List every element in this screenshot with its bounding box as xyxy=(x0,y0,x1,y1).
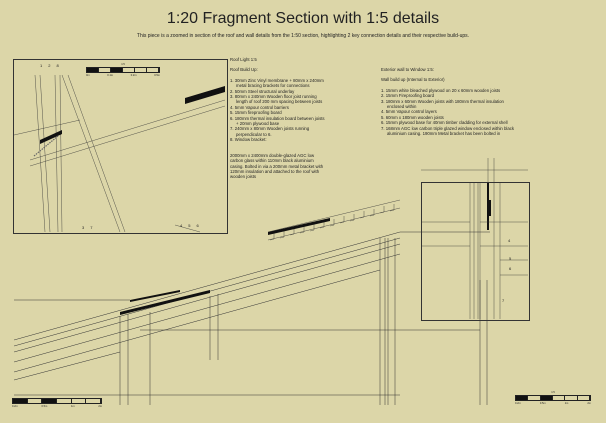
roof-note-item: 2. 50mm Steel structural underlay xyxy=(230,88,295,94)
scale-bar-left-detail: 1:5 0m 0.1m 0.2m 0.5m xyxy=(86,63,160,77)
roof-section-lines xyxy=(13,231,490,405)
roof-build-up-notes: Roof Light 1:5 Roof Build Up: 1. 30mm Zi… xyxy=(230,57,370,180)
wall-detail-frame xyxy=(421,182,530,321)
wall-note-item: 2. 15mm Fireproofing board xyxy=(381,93,435,99)
window-note-line: carbon glass within 110mm black aluminiu… xyxy=(230,158,314,164)
scale-bar-graphic xyxy=(86,67,160,73)
wall-note-item: 6. 15mm plywood base for 40mm timber cla… xyxy=(381,120,508,126)
insulation-hatch xyxy=(33,135,59,157)
roof-notes-heading: Roof Light 1:5 xyxy=(230,57,257,62)
detail-number: 8 xyxy=(56,63,59,68)
detail-number: 5 xyxy=(509,256,512,261)
roof-notes-subheading: Roof Build Up: xyxy=(230,67,258,73)
scale-ticks: 0.2m 0.5m 1m 2m xyxy=(515,402,591,405)
window-note-line: wooden joists xyxy=(230,174,257,180)
roof-note-item: 8. Window bracket: xyxy=(230,137,267,143)
roof-note-item: 6. 180mm thermal insulation board betwee… xyxy=(230,115,325,121)
scale-bar-graphic xyxy=(12,398,102,404)
detail-number: 5 xyxy=(188,223,191,228)
roof-note-item: metal bracing brackets for connections xyxy=(236,83,310,89)
wall-notes-subheading: Wall build up (Internal to Exterior) xyxy=(381,77,445,83)
detail-number: 1 xyxy=(40,63,43,68)
scale-tick: 0.5m xyxy=(41,405,48,408)
wall-note-item: 1. 15mm white bleached plywood on 20 x 6… xyxy=(381,87,501,93)
roof-note-item: 4. 5mm Vapour control barriers xyxy=(230,104,289,110)
detail-number: 7 xyxy=(502,298,505,303)
wall-light-strip xyxy=(487,158,495,182)
wall-detail-solid xyxy=(488,200,491,216)
detail-number: 4 xyxy=(180,223,183,228)
window-note-line: 2000mm x 2400mm double-glazed AGC low xyxy=(230,152,315,158)
roof-light-detail-solid xyxy=(40,86,225,144)
scale-tick: 0.5m xyxy=(154,74,160,77)
scale-tick: 0.2m xyxy=(515,402,521,405)
detail-number: 2 xyxy=(48,63,51,68)
scale-label: 1:5 xyxy=(121,63,125,66)
scale-tick: 0.2m xyxy=(130,74,137,77)
scale-tick: 1m xyxy=(71,405,75,408)
scale-tick: 0.2m xyxy=(12,405,18,408)
roof-light-detail-frame xyxy=(13,59,228,234)
wall-note-item: 5. 60mm x 180mm wooden joists xyxy=(381,114,444,120)
detail-number: 6 xyxy=(196,223,199,228)
wall-detail-lines xyxy=(421,169,528,319)
roof-note-item: length of roof 200 mm spacing between jo… xyxy=(236,99,323,105)
roof-light-hatch xyxy=(267,199,401,241)
detail-number: 3 xyxy=(82,225,85,230)
roof-note-item: 5. 15mm fireproofing board xyxy=(230,110,282,116)
detail-number: 6 xyxy=(509,266,512,271)
roof-note-item: perpendicular to 6. xyxy=(236,131,272,137)
detail-number: 7 xyxy=(90,225,93,230)
detail-number-group-bottom-b: 4 5 6 xyxy=(180,223,199,228)
detail-number-group-top: 1 2 8 xyxy=(40,63,59,68)
scale-ticks: 0.2m 0.5m 1m 2m xyxy=(12,405,102,408)
window-note-line: 120mm insulation and attached to the roo… xyxy=(230,168,320,174)
roof-light-detail-lines xyxy=(13,74,226,233)
detail-number: 4 xyxy=(508,238,511,243)
scale-tick: 0.1m xyxy=(107,74,114,77)
scale-bar-graphic xyxy=(515,395,591,401)
scale-bar-bottom-left: 0.2m 0.5m 1m 2m xyxy=(12,398,102,408)
page-title: 1:20 Fragment Section with 1:5 details xyxy=(166,10,440,27)
page-subtitle: This piece is a zoomed in section of the… xyxy=(136,33,470,39)
roof-membrane-solid xyxy=(120,182,489,315)
scale-tick: 2m xyxy=(587,402,591,405)
wall-note-item: 4. 5mm Vapour control layers xyxy=(381,109,437,115)
scale-tick: 2m xyxy=(98,405,102,408)
roof-note-item: 1. 30mm Zinc Vinyl membrane + 80mm x 240… xyxy=(230,77,324,83)
scale-tick: 0m xyxy=(86,74,90,77)
wall-notes-heading: Exterior wall to Window 1:5: xyxy=(381,67,435,72)
wall-note-item: 3. 180mm x 60mm Wooden joists with 180mm… xyxy=(381,98,504,104)
scale-label: 1:5 xyxy=(551,391,555,394)
scale-ticks: 0m 0.1m 0.2m 0.5m xyxy=(86,74,160,77)
wall-build-up-notes: Exterior wall to Window 1:5: Wall build … xyxy=(381,67,561,136)
roof-note-item: 3. 80mm x 240mm Wooden floor joist runni… xyxy=(230,94,317,100)
roof-note-item: + 20mm plywood base xyxy=(236,121,280,127)
wall-note-item: 7. 168mm AGC low carbon triple glazed wi… xyxy=(381,125,515,131)
scale-tick: 1m xyxy=(564,402,569,405)
window-note-line: casing. Bolted in via a 200mm metal brac… xyxy=(230,163,324,169)
scale-bar-bottom-right: 1:5 0.2m 0.5m 1m 2m xyxy=(515,391,591,405)
wall-note-item: aluminium casing. 190mm Metal bracket ha… xyxy=(387,131,501,137)
roof-note-item: 7. 240mm x 80mm Wooden joists running xyxy=(230,126,310,132)
detail-number-group-bottom-a: 3 7 xyxy=(82,225,92,230)
scale-tick: 0.5m xyxy=(539,402,546,405)
wall-note-item: enclosed within xyxy=(387,104,417,110)
